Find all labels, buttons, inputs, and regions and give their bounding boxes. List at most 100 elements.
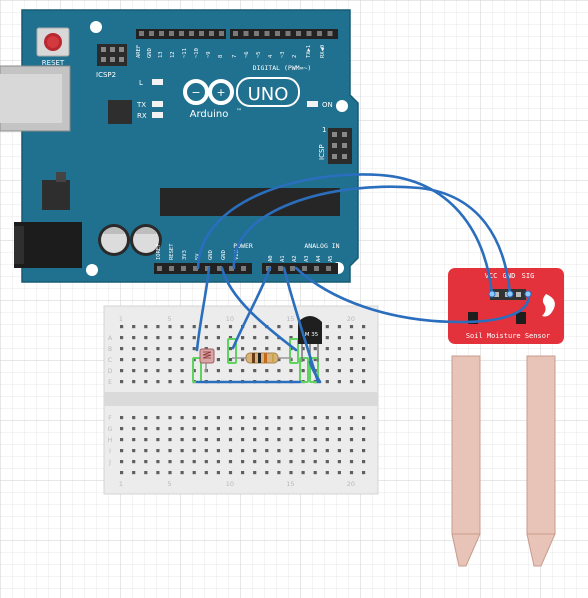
breadboard-hole bbox=[180, 336, 184, 340]
breadboard-hole bbox=[192, 438, 196, 442]
breadboard-hole bbox=[180, 369, 184, 373]
digital-pin-label: ~9 bbox=[206, 51, 212, 58]
breadboard-hole bbox=[362, 427, 366, 431]
header-hole bbox=[326, 266, 331, 271]
breadboard-hole bbox=[265, 347, 269, 351]
wire-vcc bbox=[196, 173, 494, 296]
breadboard-hole bbox=[241, 336, 245, 340]
breadboard-hole bbox=[204, 460, 208, 464]
digital-pin-label: RX◀0 bbox=[320, 45, 326, 58]
breadboard-hole bbox=[156, 347, 160, 351]
reset-button[interactable] bbox=[36, 27, 70, 57]
breadboard-hole bbox=[265, 369, 269, 373]
power-label: POWER bbox=[233, 242, 253, 250]
breadboard-hole bbox=[301, 471, 305, 475]
breadboard-hole bbox=[192, 471, 196, 475]
breadboard-hole bbox=[313, 358, 317, 362]
breadboard-hole bbox=[289, 438, 293, 442]
reset-label: RESET bbox=[42, 59, 65, 67]
power-pin-label: GND bbox=[221, 250, 227, 260]
header-hole bbox=[229, 266, 234, 271]
breadboard-hole bbox=[253, 325, 257, 329]
analog-label: ANALOG IN bbox=[304, 242, 339, 250]
breadboard-hole bbox=[313, 438, 317, 442]
row-letter: C bbox=[108, 357, 112, 364]
breadboard-hole bbox=[120, 427, 124, 431]
breadboard-hole bbox=[132, 358, 136, 362]
breadboard-hole bbox=[168, 438, 172, 442]
breadboard-hole bbox=[228, 449, 233, 453]
breadboard-hole bbox=[277, 460, 281, 464]
breadboard-hole bbox=[168, 427, 172, 431]
breadboard-hole bbox=[204, 438, 208, 442]
mounting-hole bbox=[336, 100, 348, 112]
analog-pin-label: A0 bbox=[268, 255, 274, 262]
breadboard-hole bbox=[192, 336, 196, 340]
breadboard-hole bbox=[132, 369, 136, 373]
breadboard-hole bbox=[120, 471, 124, 475]
breadboard-hole bbox=[120, 460, 124, 464]
header-hole bbox=[314, 266, 319, 271]
digital-pin-label: ~3 bbox=[280, 51, 286, 58]
row-letter: G bbox=[108, 426, 113, 433]
mounting-hole bbox=[90, 21, 102, 33]
breadboard-hole bbox=[253, 347, 257, 351]
breadboard-hole bbox=[301, 427, 305, 431]
breadboard-hole bbox=[325, 471, 329, 475]
breadboard-hole bbox=[204, 449, 208, 453]
breadboard-hole bbox=[216, 427, 220, 431]
breadboard-hole bbox=[349, 325, 354, 329]
breadboard-hole bbox=[156, 336, 160, 340]
breadboard-hole bbox=[289, 416, 293, 420]
power-pin-label: GND bbox=[208, 250, 214, 260]
digital-pin-label: 12 bbox=[170, 51, 176, 58]
breadboard-hole bbox=[253, 336, 257, 340]
breadboard-hole bbox=[132, 416, 136, 420]
capacitor bbox=[130, 224, 162, 256]
wires bbox=[195, 173, 530, 384]
breadboard-hole bbox=[277, 438, 281, 442]
icsp-label: ICSP bbox=[318, 144, 326, 160]
breadboard-hole bbox=[180, 380, 184, 384]
breadboard-hole bbox=[228, 471, 233, 475]
breadboard-hole bbox=[362, 460, 366, 464]
breadboard-hole bbox=[228, 336, 233, 340]
breadboard-hole bbox=[180, 449, 184, 453]
breadboard-hole bbox=[325, 358, 329, 362]
lm35-label: LM 35 bbox=[302, 332, 319, 338]
breadboard-hole bbox=[168, 358, 172, 362]
breadboard-hole bbox=[228, 347, 233, 351]
header-hole bbox=[285, 31, 291, 36]
digital-pin-label: 2 bbox=[292, 55, 298, 58]
arduino-label: Arduino bbox=[190, 109, 229, 120]
breadboard-hole bbox=[192, 325, 196, 329]
breadboard-hole bbox=[180, 460, 184, 464]
breadboard-hole bbox=[349, 471, 354, 475]
breadboard-hole bbox=[325, 369, 329, 373]
breadboard-hole bbox=[253, 416, 257, 420]
breadboard-hole bbox=[180, 471, 184, 475]
breadboard-hole bbox=[216, 416, 220, 420]
breadboard-hole bbox=[325, 336, 329, 340]
breadboard-hole bbox=[313, 347, 317, 351]
header-hole bbox=[169, 31, 174, 36]
digital-pin-label: GND bbox=[147, 48, 153, 58]
breadboard-hole bbox=[168, 336, 172, 340]
breadboard-hole bbox=[301, 416, 305, 420]
breadboard-hole bbox=[301, 460, 305, 464]
header-hole bbox=[278, 266, 283, 271]
breadboard-hole bbox=[156, 369, 160, 373]
column-number-top: 5 bbox=[167, 315, 171, 323]
column-number-bottom: 5 bbox=[167, 480, 171, 488]
header-hole bbox=[233, 31, 238, 36]
breadboard-hole bbox=[241, 460, 245, 464]
header-hole bbox=[189, 31, 194, 36]
breadboard-hole bbox=[192, 449, 196, 453]
breadboard-hole bbox=[337, 369, 341, 373]
breadboard-hole bbox=[156, 427, 160, 431]
led-l-label: L bbox=[139, 79, 143, 87]
breadboard-hole bbox=[156, 460, 160, 464]
breadboard-hole bbox=[301, 347, 305, 351]
